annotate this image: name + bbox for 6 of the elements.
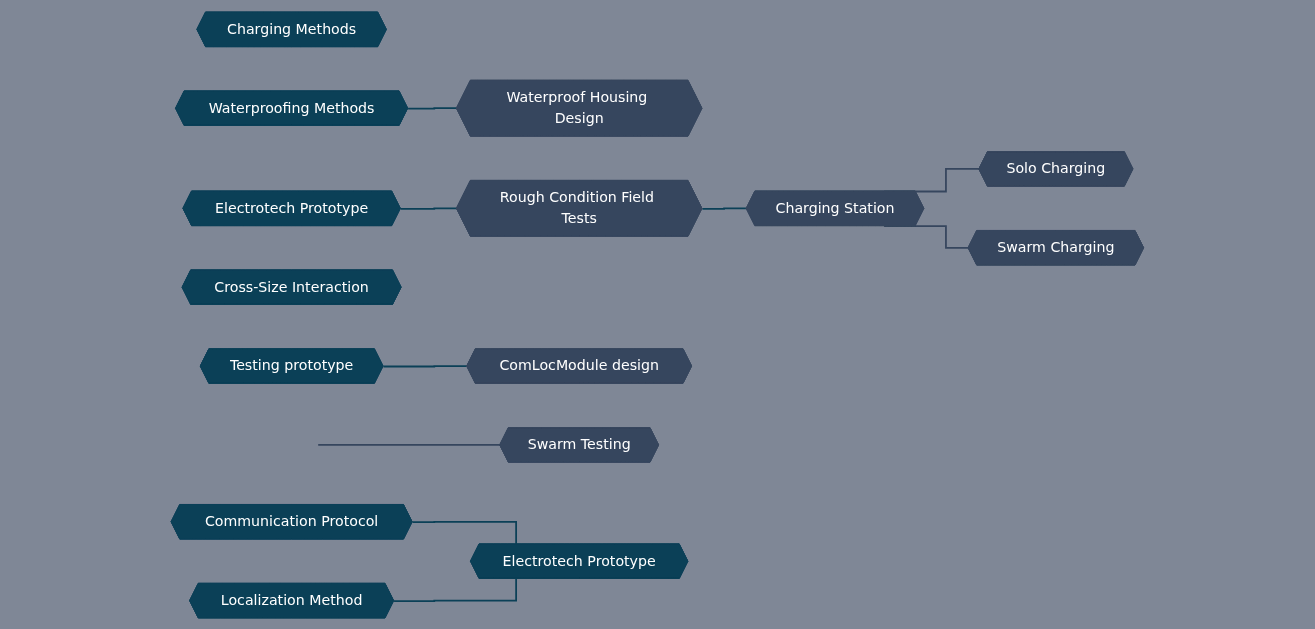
- connector: [382, 364, 469, 367]
- connector: [411, 520, 518, 545]
- connector: [407, 106, 458, 110]
- connector: [393, 577, 518, 602]
- connector: [701, 206, 748, 210]
- connector: [400, 206, 458, 210]
